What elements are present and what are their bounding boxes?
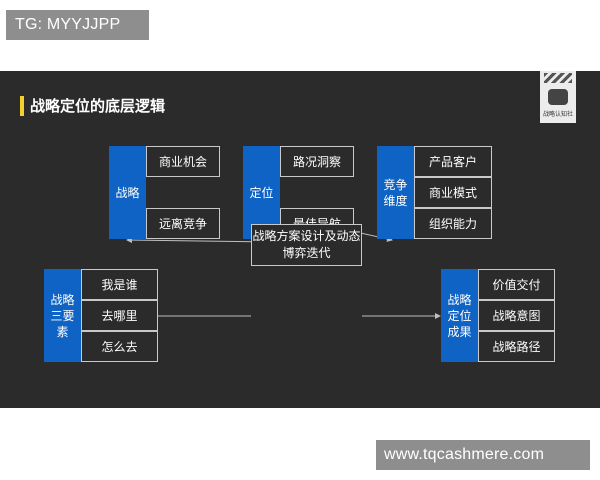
competition-item-1: 产品客户 [414, 146, 492, 177]
result-item-2: 战略意图 [478, 300, 555, 331]
result-item-3: 战略路径 [478, 331, 555, 362]
position-item-1: 路况洞察 [280, 146, 354, 177]
three-elements-item-2: 去哪里 [81, 300, 158, 331]
logo-stripe-graphic [544, 73, 572, 83]
result-label: 战略定位成果 [441, 269, 478, 362]
watermark-bottom: www.tqcashmere.com [376, 440, 590, 470]
three-elements-label: 战略三要素 [44, 269, 81, 362]
competition-label: 竞争维度 [377, 146, 414, 239]
three-elements-item-3: 怎么去 [81, 331, 158, 362]
position-label: 定位 [243, 146, 280, 239]
title-accent-bar [20, 96, 24, 116]
strategy-item-2: 远离竞争 [146, 208, 220, 239]
logo: 战略认知社 [540, 71, 576, 123]
competition-item-3: 组织能力 [414, 208, 492, 239]
result-item-1: 价值交付 [478, 269, 555, 300]
strategy-item-1: 商业机会 [146, 146, 220, 177]
competition-item-2: 商业模式 [414, 177, 492, 208]
strategy-label: 战略 [109, 146, 146, 239]
center-node: 战略方案设计及动态博弈迭代 [251, 224, 362, 266]
logo-text: 战略认知社 [542, 111, 573, 118]
three-elements-item-1: 我是谁 [81, 269, 158, 300]
watermark-top: TG: MYYJJPP [6, 10, 149, 40]
logo-mark-icon [548, 89, 568, 105]
slide-title: 战略定位的底层逻辑 [30, 97, 166, 115]
arrow-to-strategy [126, 237, 271, 244]
